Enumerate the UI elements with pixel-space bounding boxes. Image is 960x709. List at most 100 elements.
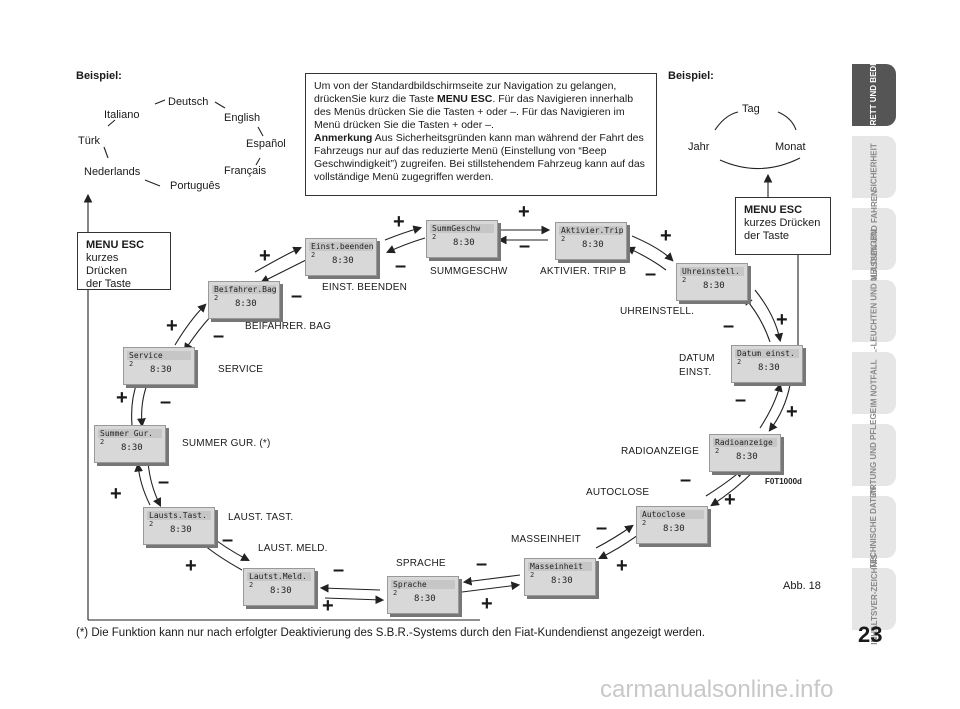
tab-technische-daten[interactable]: TECHNISCHE DATEN [852,486,896,568]
info-note-text: Aus Sicherheitsgründen kann man während … [314,132,645,183]
screen-indicator: 2 [737,358,742,366]
language-item: Italiano [104,109,140,121]
screen-indicator: 2 [530,571,535,579]
minus-sign: – [160,391,172,413]
screen-clock: 8:30 [235,299,257,309]
screen-label: UHREINSTELL. [620,306,695,317]
tab-anlassen[interactable]: ANLASSEN UND FAHREN [852,190,896,288]
screen-label: AUTOCLOSE [586,487,650,498]
screen-indicator: 2 [682,276,687,284]
screen-label: LAUST. TAST. [228,512,294,523]
screen-indicator: 2 [393,589,398,597]
plus-sign: + [776,309,788,331]
minus-sign: – [680,469,692,491]
plus-sign: + [660,225,672,247]
screen-clock: 8:30 [121,443,143,453]
tab-inhaltsverzeichnis[interactable]: INHALTSVER-ZEICHNIS [852,554,896,644]
figure-code: F0T1000d [765,477,802,486]
tab-label: IM NOTFALL [869,359,879,407]
screen-clock: 8:30 [150,365,172,375]
minus-sign: – [723,315,735,337]
date-cycle-item: Monat [775,141,806,153]
page-number: 23 [858,622,883,647]
screen-title: Lautst.Meld. [247,572,311,581]
screen-clock: 8:30 [736,452,758,462]
tab-wartung[interactable]: WARTUNG UND PFLEGE [852,407,896,503]
screen-indicator: 2 [149,520,154,528]
screen-label: SUMMGESCHW [430,266,508,277]
screen-clock: 8:30 [551,576,573,586]
minus-sign: – [291,285,303,307]
screen-label: MASSEINHEIT [511,534,581,545]
info-text-box: Um von der Standardbildschirmseite zur N… [305,73,657,196]
language-item: English [224,112,261,124]
tab-label: SICHERHEIT [869,142,879,192]
language-item: Español [246,138,286,150]
plus-sign: + [185,555,197,577]
plus-sign: + [110,483,122,505]
screen-label: SPRACHE [396,558,446,569]
screen-clock: 8:30 [270,586,292,596]
screen-label: EINST. BEENDEN [322,282,408,293]
screen-label: LAUST. MELD. [258,543,328,554]
tab-sicherheit[interactable]: SICHERHEIT [852,136,896,198]
language-item: Nederlands [84,166,141,178]
footer-watermark: carmanualsonline.info [600,676,834,703]
screen-label: DATUM EINST. [679,353,715,378]
screen-title: Lausts.Tast. [147,511,211,520]
footnote: (*) Die Funktion kann nur nach erfolgter… [76,627,705,639]
screen-title: SummGeschw [430,224,494,233]
screen-indicator: 2 [311,251,316,259]
menu-esc-title: MENU ESC [86,239,145,251]
screen-indicator: 2 [249,581,254,589]
screen-clock: 8:30 [582,240,604,250]
screen-title: Einst.beenden [309,242,373,251]
example-label-left: Beispiel: [76,70,122,82]
plus-sign: + [166,315,178,337]
tab-im-notfall[interactable]: IM NOTFALL [852,352,896,414]
screen-clock: 8:30 [663,524,685,534]
display-screen: Lautst.Meld.2 8:30 [243,568,315,606]
screen-label: AKTIVIER. TRIP B [540,266,627,277]
screen-indicator: 2 [642,519,647,527]
screen-indicator: 2 [100,438,105,446]
tab-armaturenbrett[interactable]: ARMATURENBRETT UND BEDIENELEMENTE [852,8,896,182]
screen-title: Aktivier.TripB [559,226,623,235]
tab-kontrollleuchten[interactable]: KONTROLL-LEUCHTEN UND MELDUNGEN [852,229,896,393]
plus-sign: + [259,245,271,267]
example-label-right: Beispiel: [668,70,714,82]
date-cycle-item: Tag [742,103,760,115]
figure-caption: Abb. 18 [783,580,821,592]
screen-clock: 8:30 [414,594,436,604]
plus-sign: + [518,201,530,223]
screen-label: SERVICE [218,364,264,375]
minus-sign: – [395,255,407,277]
menu-esc-line: kurzes Drücken [86,252,127,277]
minus-sign: – [645,263,657,285]
menu-esc-callout-left: MENU ESC kurzes Drücken der Taste [77,232,171,290]
minus-sign: – [222,529,234,551]
menu-esc-title: MENU ESC [744,204,803,216]
display-screen: Uhreinstell.2 8:30 [676,263,748,301]
screen-indicator: 2 [715,447,720,455]
minus-sign: – [476,553,488,575]
menu-esc-line: kurzes Drücken [744,217,821,229]
chapter-tabs: ARMATURENBRETT UND BEDIENELEMENTE SICHER… [852,8,896,644]
plus-sign: + [322,595,334,617]
plus-sign: + [116,387,128,409]
screen-indicator: 2 [129,360,134,368]
plus-sign: + [724,489,736,511]
screen-indicator: 2 [214,294,219,302]
minus-sign: – [213,325,225,347]
screen-title: Uhreinstell. [680,267,744,276]
screen-clock: 8:30 [703,281,725,291]
screen-clock: 8:30 [332,256,354,266]
